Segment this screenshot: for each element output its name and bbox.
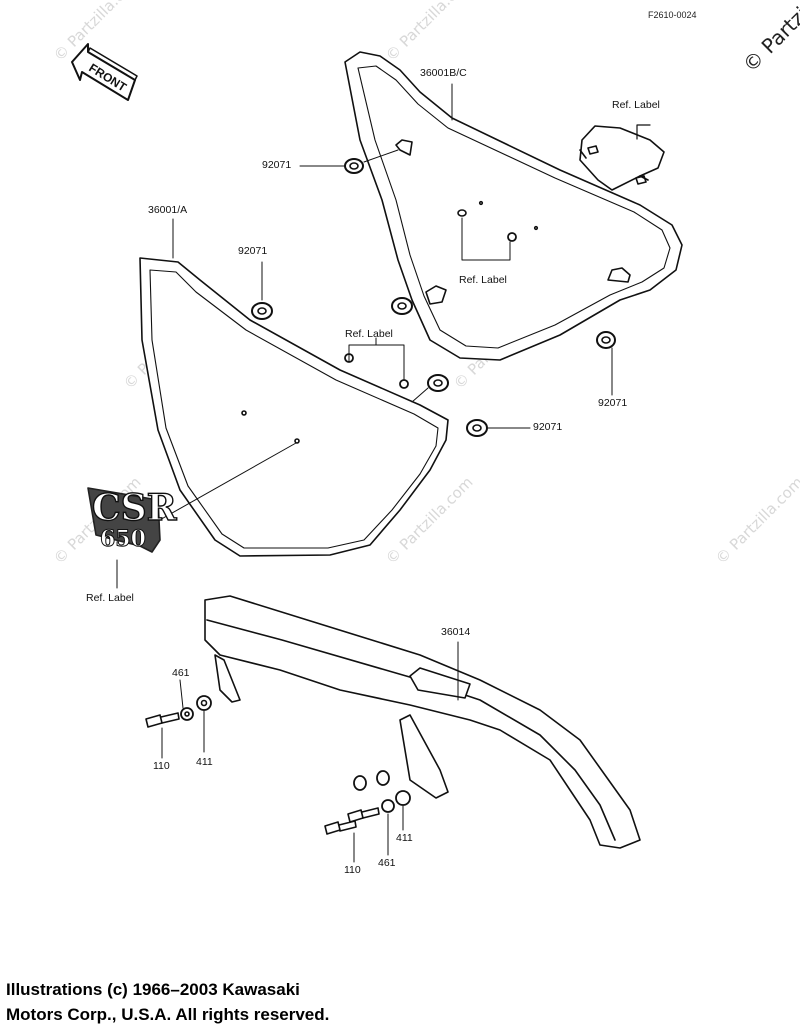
part-number-461: 461 <box>172 667 190 679</box>
grommet-icon <box>344 158 364 174</box>
grommet-icon <box>466 419 488 437</box>
emblem-line1: CSR <box>92 487 178 529</box>
part-number-92071: 92071 <box>238 245 268 257</box>
ref-label-top: Ref. Label <box>612 99 660 111</box>
copyright-footer: Illustrations (c) 1966–2003 Kawasaki Mot… <box>6 977 329 1027</box>
part-number-110: 110 <box>153 760 170 772</box>
side-cover-right <box>344 51 683 361</box>
part-number-36014: 36014 <box>441 626 471 638</box>
grommet-icon <box>391 297 413 315</box>
side-cover-left <box>139 257 449 557</box>
front-arrow-icon <box>71 43 138 101</box>
emblem-line2: 650 <box>100 526 146 552</box>
part-number-411: 411 <box>196 756 213 768</box>
part-number-36001a: 36001/A <box>148 204 188 216</box>
bolt-icon <box>145 712 180 728</box>
ref-label-emblem: Ref. Label <box>86 592 134 604</box>
part-number-92071: 92071 <box>533 421 563 433</box>
part-number-92071: 92071 <box>598 397 628 409</box>
diagram-code: F2610-0024 <box>648 10 697 20</box>
grommet-icon <box>427 374 449 392</box>
part-number-36001bc: 36001B/C <box>420 67 467 79</box>
part-number-110: 110 <box>344 864 361 876</box>
bolt-icon <box>347 807 380 823</box>
ref-label-plate <box>579 124 665 191</box>
csr-650-emblem <box>87 487 161 553</box>
copyright-line1: Illustrations (c) 1966–2003 Kawasaki <box>6 980 300 999</box>
ref-label-middle: Ref. Label <box>459 274 507 286</box>
chain-cover <box>204 595 641 849</box>
part-number-92071: 92071 <box>262 159 292 171</box>
grommet-icon <box>251 302 273 320</box>
copyright-line2: Motors Corp., U.S.A. All rights reserved… <box>6 1005 330 1024</box>
part-number-461: 461 <box>378 857 396 869</box>
leader-lines <box>116 83 613 863</box>
part-number-411: 411 <box>396 832 413 844</box>
bolt-icon <box>324 820 357 835</box>
ref-label-lower: Ref. Label <box>345 328 393 340</box>
grommet-icon <box>596 331 616 349</box>
